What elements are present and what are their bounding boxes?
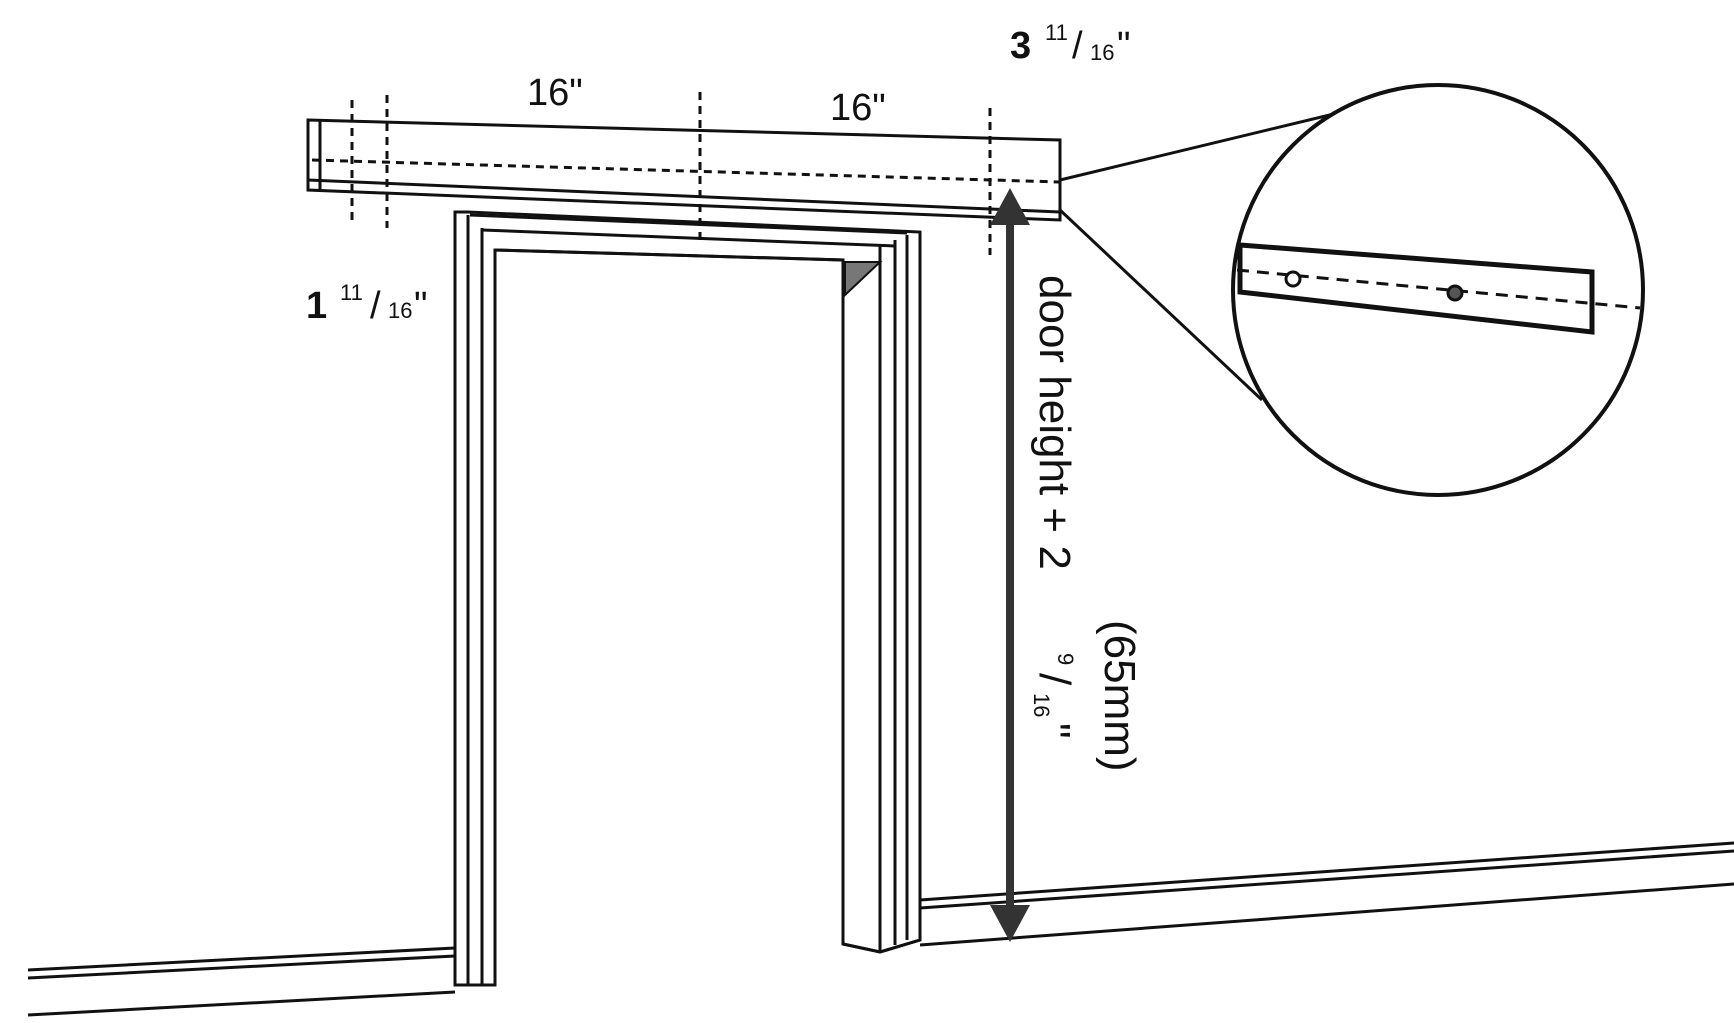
height-inch: "	[1030, 723, 1079, 739]
height-num: 9	[1053, 653, 1078, 665]
corner-shading	[844, 261, 883, 298]
right-end-inch: "	[1117, 25, 1131, 67]
height-main: door height + 2	[1030, 275, 1079, 570]
left-end-whole: 1	[306, 285, 327, 327]
dimension-right-end: 3 11 / 16 "	[1010, 20, 1131, 67]
detail-leader-lines	[1058, 110, 1343, 402]
metric-label: (65mm)	[1095, 620, 1144, 772]
door-frame	[453, 210, 922, 987]
left-end-den: 16	[388, 298, 412, 323]
height-metric: (65mm)	[1095, 620, 1144, 772]
left-end-num: 11	[340, 280, 363, 305]
floor-baseboard	[27, 841, 1734, 1017]
slash-1: /	[370, 285, 381, 327]
height-den: 16	[1029, 693, 1054, 717]
hole-markers	[311, 92, 1061, 255]
height-label: door height + 2 9 / 16 "	[1029, 275, 1079, 739]
right-end-den: 16	[1090, 40, 1114, 65]
track-bar	[306, 118, 1062, 222]
right-end-num: 11	[1045, 20, 1068, 45]
dimension-left-end: 1 11 / 16 "	[306, 280, 428, 327]
spacing-label-2: 16"	[830, 87, 886, 129]
slash-2: /	[1072, 25, 1083, 67]
left-end-inch: "	[414, 285, 428, 327]
height-slash: /	[1030, 673, 1079, 686]
magnifier-icon	[1231, 83, 1645, 497]
spacing-label-1: 16"	[527, 72, 583, 114]
right-end-whole: 3	[1010, 25, 1031, 67]
double-headed-arrow-icon	[990, 188, 1030, 942]
